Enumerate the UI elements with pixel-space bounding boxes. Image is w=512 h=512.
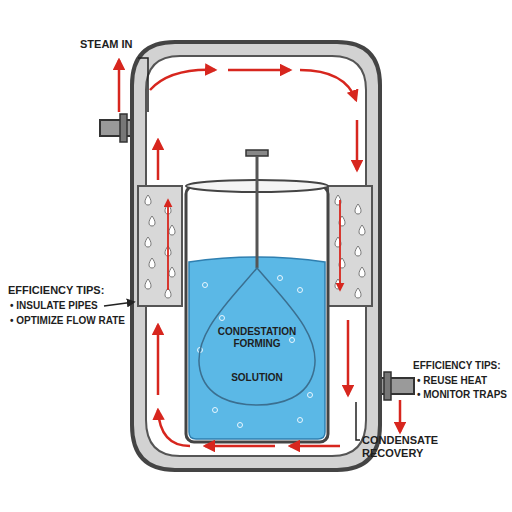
tip-item: • MONITOR TRAPS bbox=[417, 389, 509, 401]
tip-item: • INSULATE PIPES bbox=[10, 300, 120, 312]
tips-heading: EFFICIENCY TIPS: bbox=[8, 284, 118, 297]
solution-label: SOLUTION bbox=[222, 372, 292, 384]
outlet-label: CONDENSATE RECOVERY bbox=[362, 434, 462, 460]
stirrer bbox=[199, 150, 315, 405]
steam-flow-arrows bbox=[119, 60, 400, 446]
outer-jacket bbox=[132, 42, 380, 470]
inlet-label: STEAM IN bbox=[80, 38, 150, 51]
right-condensation-panel bbox=[328, 186, 372, 306]
leader-lines bbox=[104, 58, 360, 440]
tips-heading: EFFICIENCY TIPS: bbox=[413, 360, 509, 372]
process-label: CONDESTATION FORMING bbox=[212, 326, 302, 350]
left-condensation-panel bbox=[138, 186, 182, 306]
tip-item: • REUSE HEAT bbox=[417, 375, 509, 387]
tip-item: • OPTIMIZE FLOW RATE bbox=[10, 315, 130, 327]
